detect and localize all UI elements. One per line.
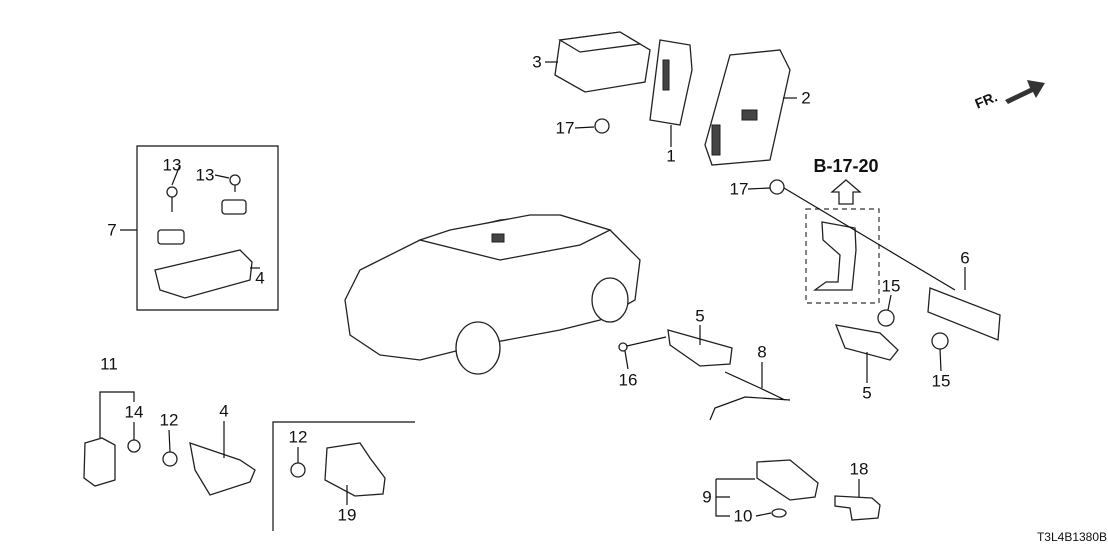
part-10-battery[interactable] [771,508,787,518]
part-16-screw[interactable] [618,342,628,352]
callout-5: 5 [862,383,872,403]
part-4-antenna[interactable] [189,442,256,496]
callout-18: 18 [849,459,869,479]
callout-17: 17 [729,179,749,199]
callout-13: 13 [162,155,182,175]
callout-14: 14 [124,402,144,422]
part-5-antenna[interactable] [834,324,899,361]
callout-13: 13 [195,165,215,185]
part-17-grommet[interactable] [769,179,785,195]
callout-19: 19 [337,505,357,525]
part-19-unit[interactable] [324,442,386,497]
callout-15: 15 [881,276,901,296]
part-12-nut[interactable] [162,451,178,467]
part-15-clip[interactable] [931,332,949,350]
part-4-antenna[interactable] [154,249,253,299]
part-13-bolt[interactable] [229,174,241,192]
callout-6: 6 [960,248,970,268]
callout-3: 3 [532,52,542,72]
part-11-relay[interactable] [83,437,116,487]
part-18-key-blade[interactable] [834,495,881,521]
part-5-antenna[interactable] [667,329,733,367]
callout-4: 4 [219,401,229,421]
part-3-module[interactable] [554,31,651,93]
part-17-grommet[interactable] [594,118,610,134]
part-9-key-fob[interactable] [756,459,819,501]
callout-9: 9 [702,487,712,507]
part-1-bracket[interactable] [649,39,693,126]
clip[interactable] [221,199,247,215]
reference-link[interactable]: B-17-20 [813,156,879,176]
callout-12: 12 [159,410,179,430]
clip[interactable] [157,229,185,245]
reference-arrow-icon[interactable] [830,179,862,205]
part-6-plate[interactable] [927,287,1001,341]
callout-12: 12 [288,427,308,447]
callout-7: 7 [107,220,117,240]
part-15-clip[interactable] [877,309,895,327]
part-2-control-unit[interactable] [704,49,791,166]
leader-lines [120,61,966,517]
callout-16: 16 [618,370,638,390]
callout-1: 1 [666,146,676,166]
callout-11: 11 [100,354,118,374]
callout-17: 17 [555,118,575,138]
callout-8: 8 [757,342,767,362]
vehicle-outline [344,214,641,375]
part-7-assembly-box [136,145,279,311]
part-8-cable[interactable] [709,371,791,421]
callout-10: 10 [733,506,753,526]
callout-2: 2 [801,88,811,108]
bracket[interactable] [813,221,857,291]
front-arrow-icon [1005,80,1045,104]
part-12-nut[interactable] [290,462,306,478]
callout-5: 5 [695,306,705,326]
drawing-code: T3L4B1380B [1036,530,1108,544]
part-13-bolt[interactable] [166,186,178,212]
part-14-clip[interactable] [127,439,141,453]
callout-15: 15 [931,371,951,391]
callout-4: 4 [255,268,265,288]
